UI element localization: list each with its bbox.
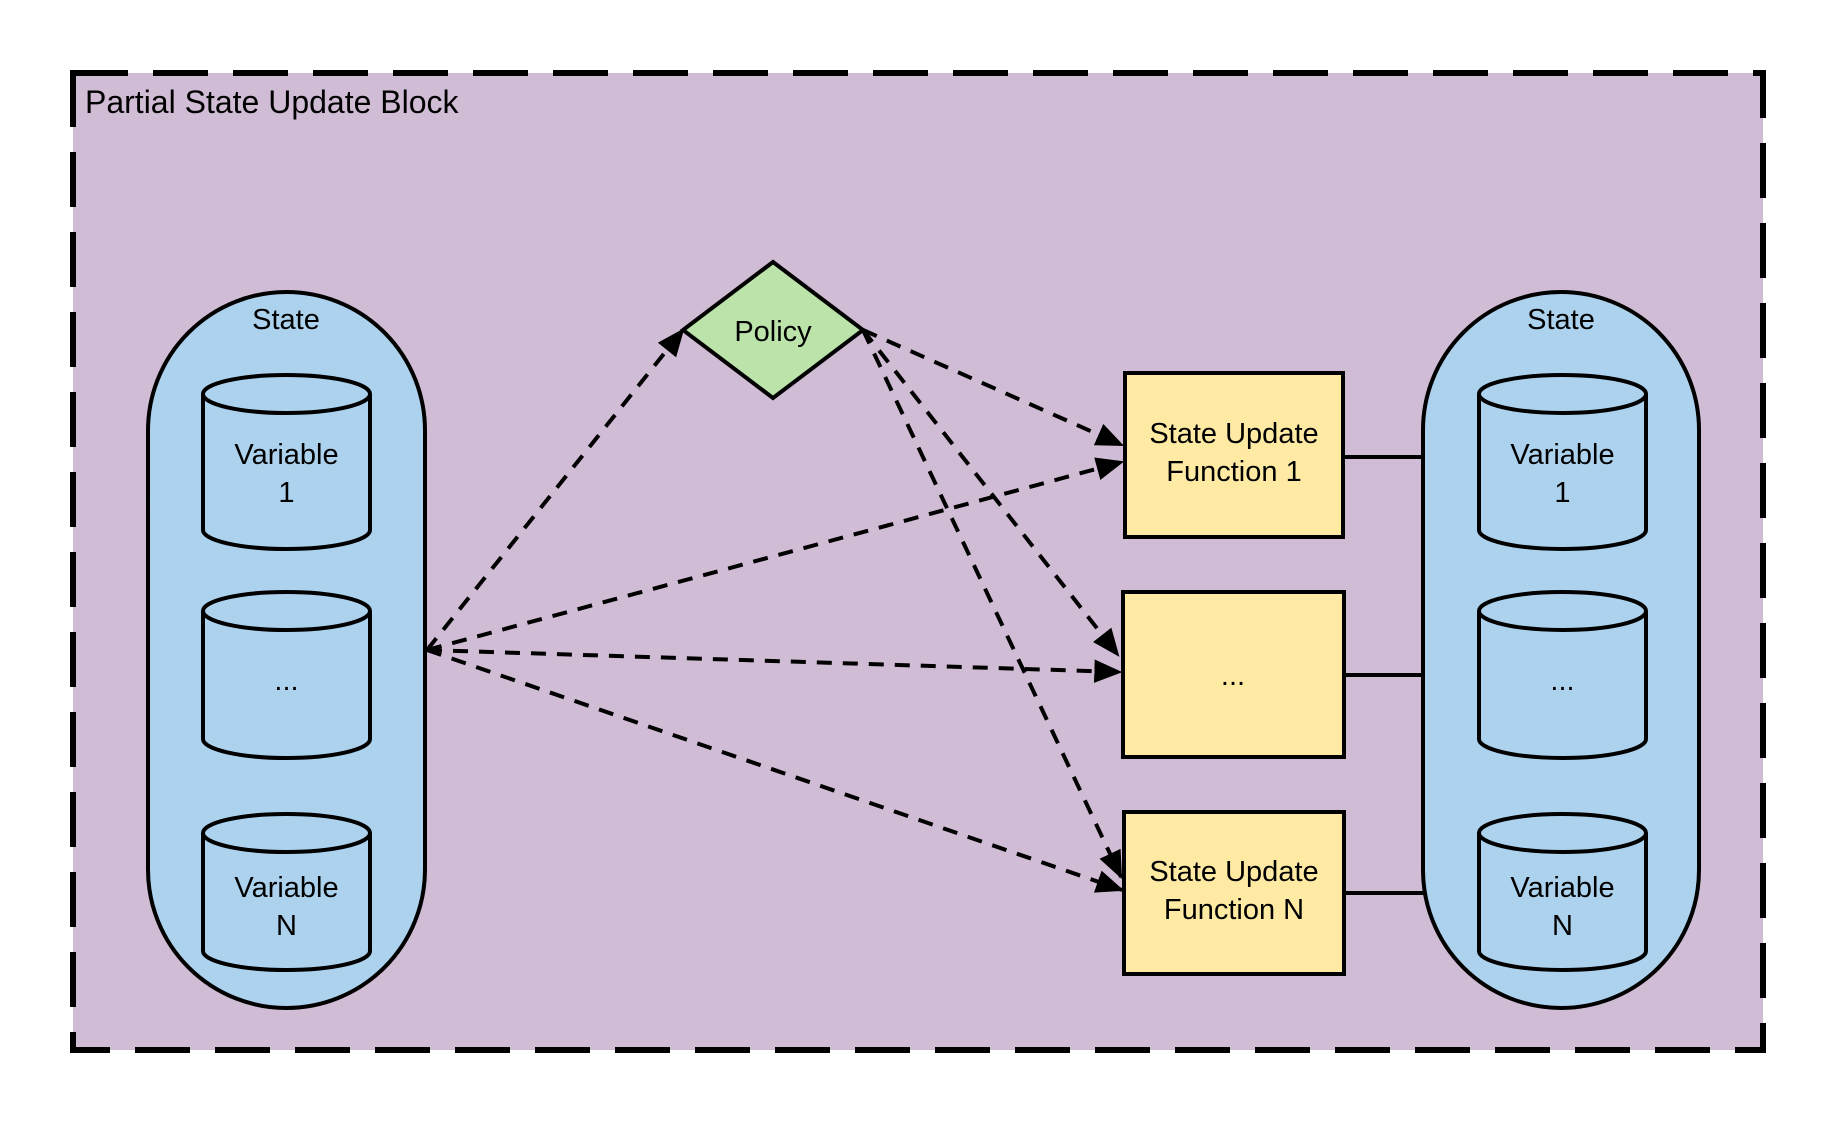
cylinder-body bbox=[201, 833, 372, 972]
left-variable-1-label-line1: Variable bbox=[234, 439, 338, 471]
right-variable-1-cylinder: Variable 1 bbox=[1477, 373, 1648, 551]
cylinder-top bbox=[1477, 812, 1648, 854]
left-variable-ellipsis-label: ... bbox=[274, 665, 298, 697]
arrow-state-to-policy bbox=[425, 328, 685, 652]
left-variable-1-label-line2: 1 bbox=[278, 477, 294, 509]
left-variable-n-cylinder: Variable N bbox=[201, 812, 372, 972]
right-variable-n-cylinder: Variable N bbox=[1477, 812, 1648, 972]
arrow-state-to-function-n bbox=[426, 648, 1125, 893]
function-n-label-line2: Function N bbox=[1164, 894, 1304, 926]
arrow-policy-to-function-1 bbox=[862, 328, 1125, 447]
function-1-rect bbox=[1123, 371, 1345, 539]
arrow-policy-to-function-ellipsis bbox=[861, 328, 1120, 657]
cylinder-body bbox=[201, 394, 372, 551]
cylinder-body bbox=[1477, 611, 1648, 760]
right-variable-n-label-line2: N bbox=[1552, 910, 1573, 942]
function-n-rect bbox=[1122, 810, 1346, 976]
right-variable-n-label-line1: Variable bbox=[1510, 872, 1614, 904]
state-update-function-1-box: State Update Function 1 bbox=[1123, 371, 1345, 539]
arrow-state-to-function-ellipsis bbox=[426, 648, 1123, 683]
policy-diamond bbox=[679, 259, 867, 401]
block-title: Partial State Update Block bbox=[85, 84, 460, 120]
left-state-container: State Variable 1 ... Variable N bbox=[146, 290, 427, 1010]
function-1-label-line2: Function 1 bbox=[1166, 456, 1301, 488]
cylinder-top bbox=[201, 812, 372, 854]
cylinder-body bbox=[1477, 394, 1648, 551]
right-variable-ellipsis-cylinder: ... bbox=[1477, 590, 1648, 760]
right-state-container: State Variable 1 ... Variable N bbox=[1421, 290, 1701, 1010]
policy-label: Policy bbox=[734, 316, 812, 348]
left-variable-1-cylinder: Variable 1 bbox=[201, 373, 372, 551]
state-update-function-ellipsis-box: ... bbox=[1121, 590, 1346, 759]
left-state-label: State bbox=[252, 304, 320, 336]
policy-node: Policy bbox=[679, 259, 867, 401]
right-variable-1-label-line2: 1 bbox=[1554, 477, 1570, 509]
right-variable-ellipsis-label: ... bbox=[1550, 665, 1574, 697]
cylinder-top bbox=[1477, 373, 1648, 415]
arrow-policy-to-function-n bbox=[861, 329, 1123, 880]
cylinder-body bbox=[1477, 833, 1648, 972]
right-variable-1-label-line1: Variable bbox=[1510, 439, 1614, 471]
cylinder-body bbox=[201, 611, 372, 760]
left-variable-n-label-line1: Variable bbox=[234, 872, 338, 904]
arrow-state-to-function-1 bbox=[426, 457, 1125, 652]
function-n-label-line1: State Update bbox=[1149, 856, 1318, 888]
right-state-label: State bbox=[1527, 304, 1595, 336]
cylinder-top bbox=[201, 590, 372, 632]
state-update-function-n-box: State Update Function N bbox=[1122, 810, 1346, 976]
left-variable-n-label-line2: N bbox=[276, 910, 297, 942]
cylinder-top bbox=[201, 373, 372, 415]
left-variable-ellipsis-cylinder: ... bbox=[201, 590, 372, 760]
function-ellipsis-label: ... bbox=[1221, 660, 1245, 692]
cylinder-top bbox=[1477, 590, 1648, 632]
function-1-label-line1: State Update bbox=[1149, 418, 1318, 450]
function-ellipsis-rect bbox=[1121, 590, 1346, 759]
